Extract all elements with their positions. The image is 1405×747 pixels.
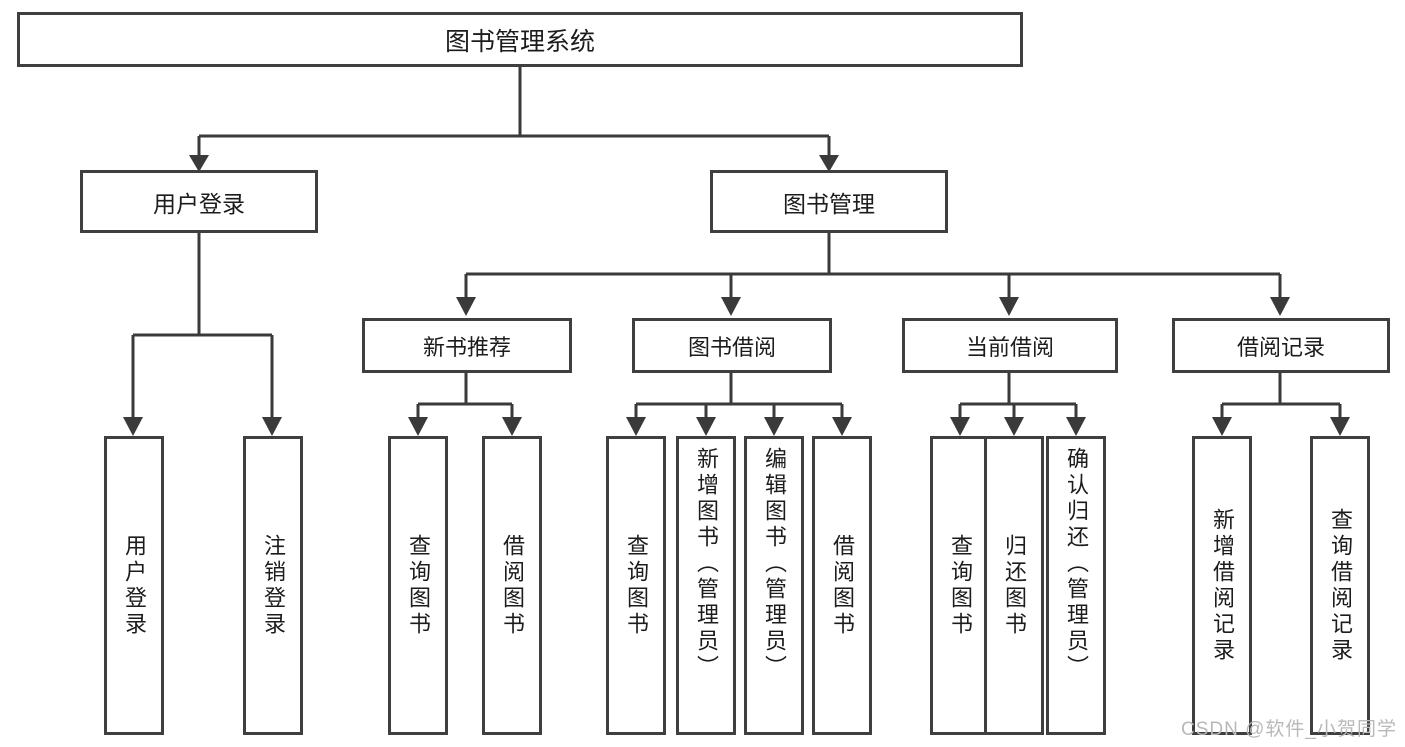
node-root-system[interactable]: 图书管理系统 <box>17 12 1023 67</box>
node-new-book-recommend[interactable]: 新书推荐 <box>362 318 572 373</box>
leaf-recommend-query-book[interactable]: 查询图书 <box>388 436 448 735</box>
leaf-current-query-book[interactable]: 查询图书 <box>930 436 990 735</box>
leaf-label: 归还图书 <box>1001 533 1027 638</box>
node-user-login[interactable]: 用户登录 <box>80 170 318 233</box>
leaf-label: 借阅图书 <box>829 533 855 638</box>
node-label: 新书推荐 <box>422 334 511 360</box>
leaf-label: 注销登录 <box>260 533 286 638</box>
node-label: 借阅记录 <box>1236 334 1325 360</box>
leaf-borrow-edit-book-admin[interactable]: 编辑图书（管理员） <box>744 436 804 735</box>
node-borrow-record[interactable]: 借阅记录 <box>1172 318 1390 373</box>
leaf-label: 借阅图书 <box>499 533 525 638</box>
leaf-recommend-borrow-book[interactable]: 借阅图书 <box>482 436 542 735</box>
node-book-borrow[interactable]: 图书借阅 <box>632 318 832 373</box>
node-book-management[interactable]: 图书管理 <box>710 170 948 233</box>
node-label: 图书管理 <box>783 190 875 217</box>
leaf-label: 确认归还（管理员） <box>1063 447 1089 681</box>
node-label: 当前借阅 <box>965 334 1054 360</box>
leaf-label: 新增借阅记录 <box>1209 507 1235 664</box>
leaf-borrow-add-book-admin[interactable]: 新增图书（管理员） <box>676 436 736 735</box>
leaf-label: 新增图书（管理员） <box>693 447 719 681</box>
leaf-label: 查询图书 <box>947 533 973 638</box>
leaf-current-return-book[interactable]: 归还图书 <box>984 436 1044 735</box>
node-label: 图书借阅 <box>687 334 776 360</box>
leaf-borrow-query-book[interactable]: 查询图书 <box>606 436 666 735</box>
leaf-label: 用户登录 <box>121 533 147 638</box>
leaf-record-query-record[interactable]: 查询借阅记录 <box>1310 436 1370 735</box>
leaf-label: 查询图书 <box>405 533 431 638</box>
leaf-label: 编辑图书（管理员） <box>761 447 787 681</box>
node-label: 图书管理系统 <box>444 27 595 56</box>
watermark: CSDN @软件_小贺同学 <box>1181 719 1397 740</box>
leaf-record-add-record[interactable]: 新增借阅记录 <box>1192 436 1252 735</box>
leaf-borrow-borrow-book[interactable]: 借阅图书 <box>812 436 872 735</box>
node-current-borrow[interactable]: 当前借阅 <box>902 318 1118 373</box>
leaf-label: 查询借阅记录 <box>1327 507 1353 664</box>
leaf-user-login[interactable]: 用户登录 <box>104 436 164 735</box>
node-label: 用户登录 <box>153 190 245 217</box>
leaf-current-confirm-return-admin[interactable]: 确认归还（管理员） <box>1046 436 1106 735</box>
leaf-user-logout[interactable]: 注销登录 <box>243 436 303 735</box>
leaf-label: 查询图书 <box>623 533 649 638</box>
